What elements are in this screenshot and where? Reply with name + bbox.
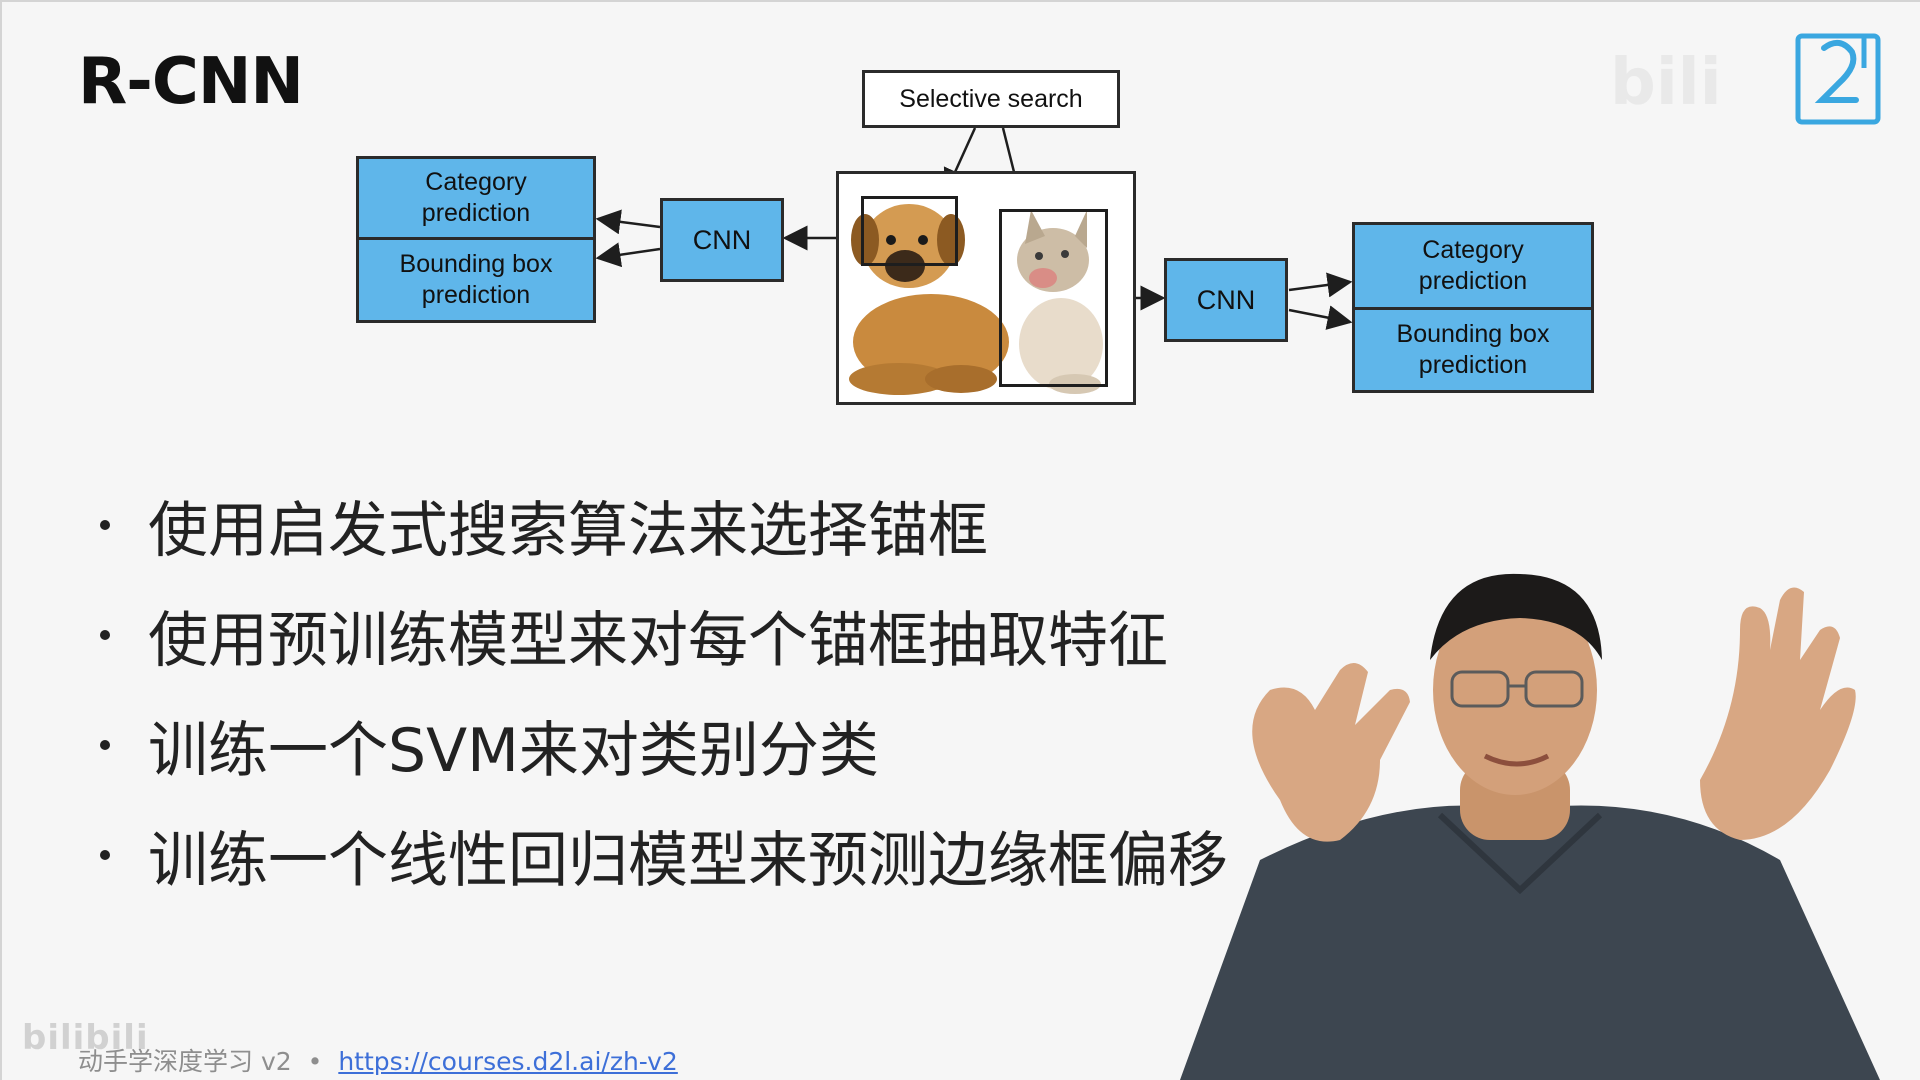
input-image <box>836 171 1136 405</box>
left-cnn-label: CNN <box>692 224 752 255</box>
right-category-label: Category prediction <box>1418 236 1528 295</box>
footer: 动手学深度学习 v2 • https://courses.d2l.ai/zh-v… <box>78 1042 678 1078</box>
bullet-dot-icon <box>100 850 110 860</box>
bullet-item: 训练一个线性回归模型来预测边缘框偏移 <box>100 800 1228 910</box>
right-category-prediction-box: Category prediction <box>1352 222 1594 310</box>
bullet-text: 使用预训练模型来对每个锚框抽取特征 <box>148 605 1168 676</box>
rcnn-diagram: Selective search Category prediction Bou… <box>0 0 1920 440</box>
right-bbox-label: Bounding box prediction <box>1396 320 1550 379</box>
left-bbox-label: Bounding box prediction <box>399 250 553 309</box>
bullet-item: 使用启发式搜索算法来选择锚框 <box>100 470 1228 580</box>
left-bbox-prediction-box: Bounding box prediction <box>356 237 596 323</box>
arrow-left-cnn-to-bbox <box>595 242 661 268</box>
selective-search-box: Selective search <box>862 70 1120 128</box>
slide-title: R-CNN <box>78 45 304 119</box>
bullet-dot-icon <box>100 520 110 530</box>
right-cnn-box: CNN <box>1164 258 1288 342</box>
arrow-right-cnn-to-bbox <box>1288 305 1353 330</box>
bullet-item: 使用预训练模型来对每个锚框抽取特征 <box>100 580 1228 690</box>
footer-separator: • <box>307 1047 323 1076</box>
bullet-item: 训练一个SVM来对类别分类 <box>100 690 1228 800</box>
cat-region-box <box>999 209 1108 387</box>
bullet-text: 训练一个线性回归模型来预测边缘框偏移 <box>148 825 1228 896</box>
course-name: 动手学深度学习 v2 <box>78 1047 292 1076</box>
arrow-left-cnn-to-category <box>595 209 661 235</box>
bullet-dot-icon <box>100 740 110 750</box>
arrow-right-cnn-to-category <box>1288 272 1353 298</box>
bullet-text: 使用启发式搜索算法来选择锚框 <box>148 495 988 566</box>
dog-region-box <box>861 196 958 266</box>
bullet-dot-icon <box>100 630 110 640</box>
course-link[interactable]: https://courses.d2l.ai/zh-v2 <box>338 1047 678 1076</box>
presenter-video <box>1180 573 1880 1080</box>
bullet-text: 训练一个SVM来对类别分类 <box>148 715 879 786</box>
bilibili-watermark-top: bili <box>1610 46 1722 120</box>
right-bbox-prediction-box: Bounding box prediction <box>1352 307 1594 393</box>
selective-search-label: Selective search <box>899 84 1083 113</box>
left-cnn-box: CNN <box>660 198 784 282</box>
bullet-list: 使用启发式搜索算法来选择锚框 使用预训练模型来对每个锚框抽取特征 训练一个SVM… <box>100 470 1228 910</box>
dog-and-cat-image <box>839 174 1133 402</box>
left-category-prediction-box: Category prediction <box>356 156 596 240</box>
right-cnn-label: CNN <box>1196 284 1256 315</box>
bilibili-badge-icon <box>1795 33 1881 125</box>
left-category-label: Category prediction <box>421 168 531 227</box>
bilibili-watermark-bottom: bilibili <box>22 1018 149 1058</box>
